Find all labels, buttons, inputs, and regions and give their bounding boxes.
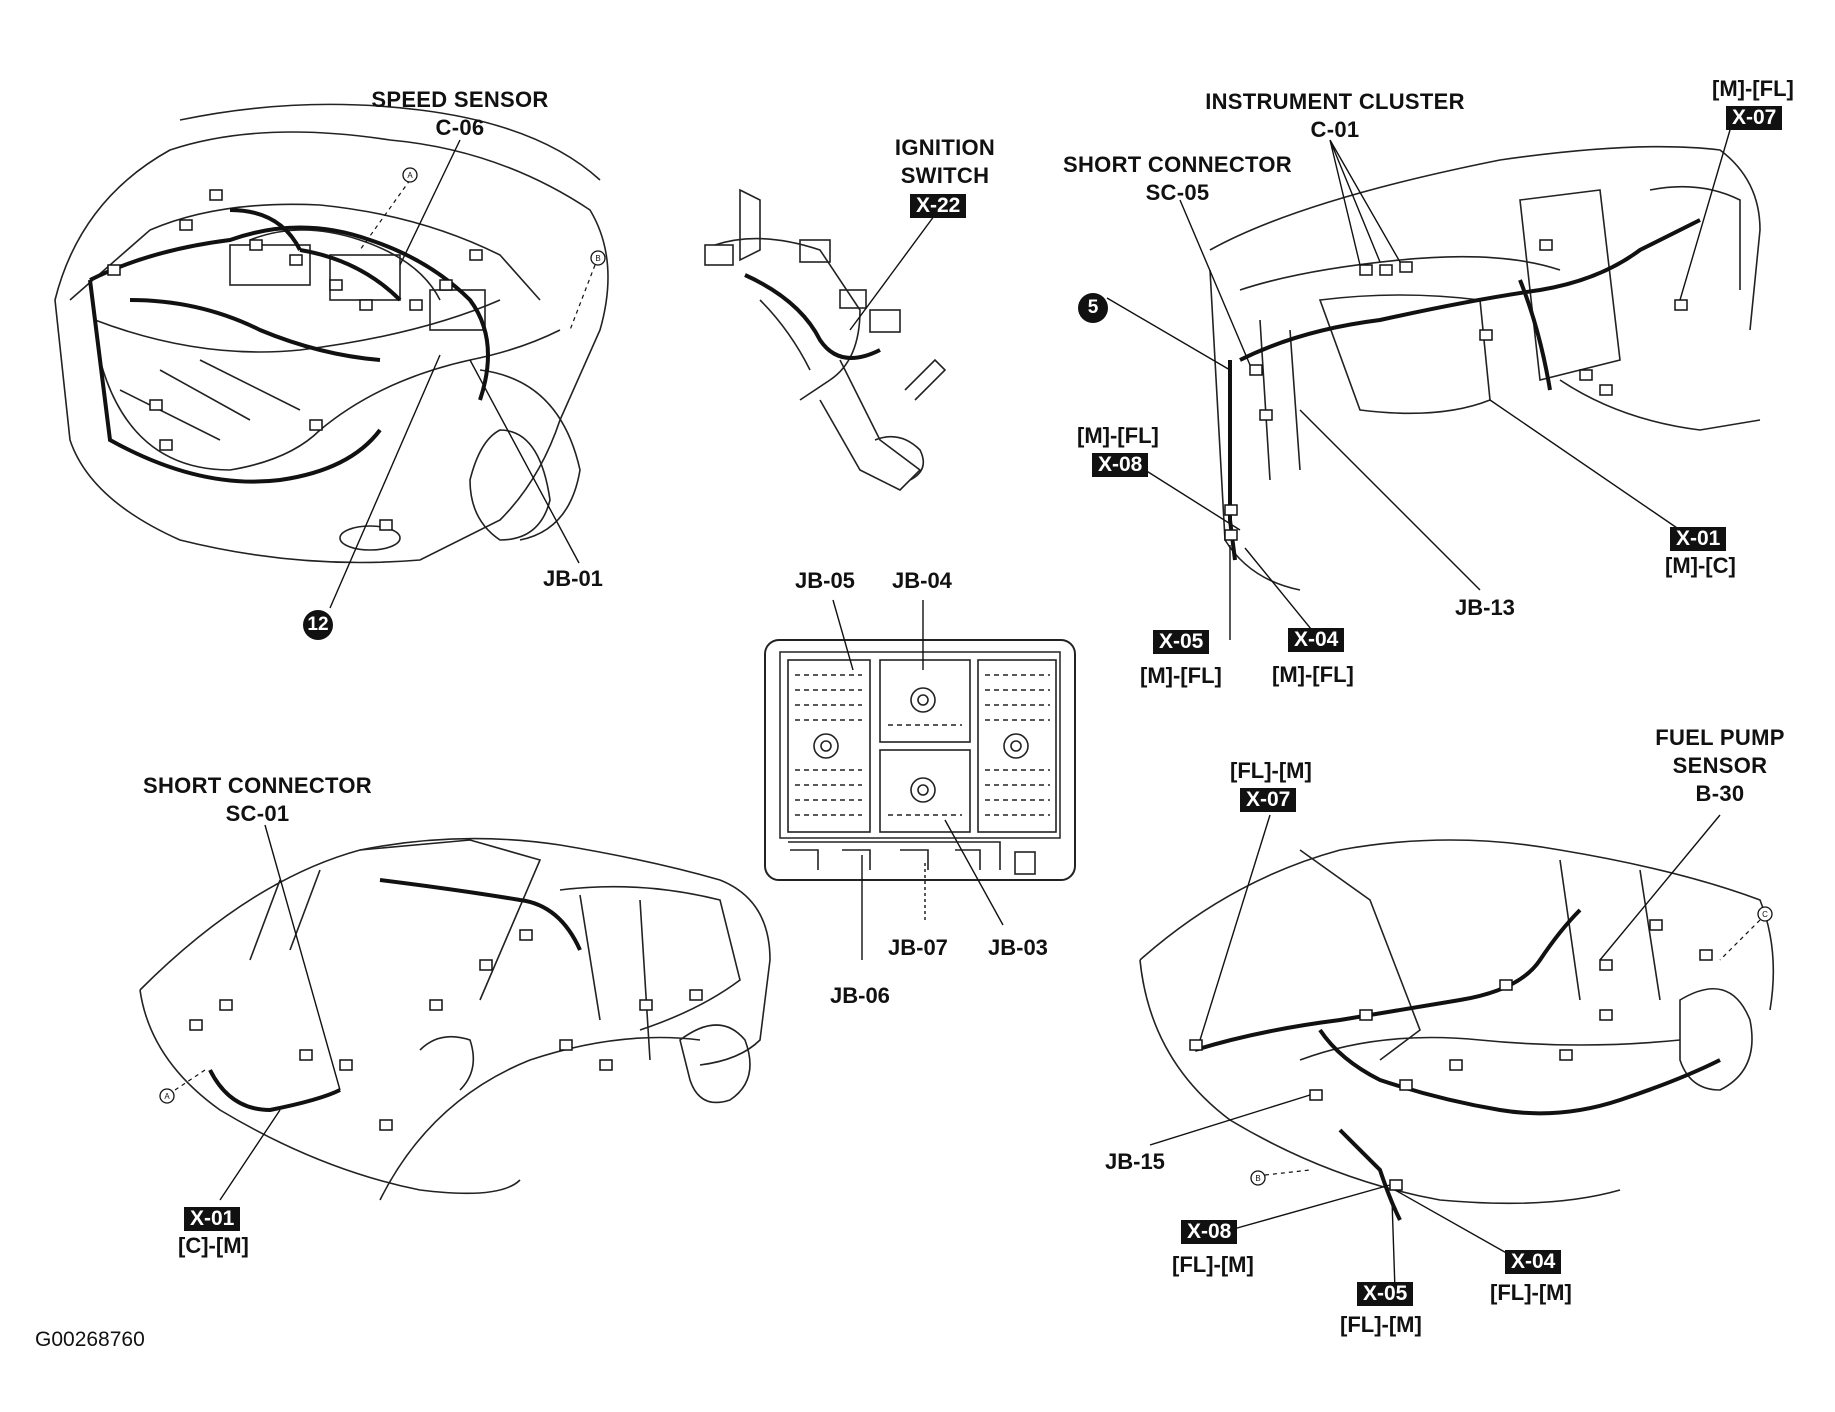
- jb15-label: JB-15: [1105, 1149, 1165, 1174]
- sedan-left-harness: [208, 878, 582, 1113]
- x07-bottom-tag: X-07: [1240, 788, 1297, 812]
- circle-12-marker: 12: [303, 610, 333, 640]
- x04-top-tag: X-04: [1288, 628, 1345, 652]
- x05-top-sub: [M]-[FL]: [1140, 663, 1222, 688]
- x22-tag: X-22: [910, 194, 967, 218]
- x05-bottom-tag: X-05: [1357, 1282, 1414, 1306]
- x08-bottom-sub: [FL]-[M]: [1172, 1252, 1254, 1277]
- x04-top-sub: [M]-[FL]: [1272, 662, 1354, 687]
- dashboard-connectors: [1224, 239, 1688, 541]
- x07-top-sub: [M]-[FL]: [1712, 76, 1794, 101]
- engine-connectors: [107, 189, 483, 531]
- marker-c: C: [1762, 910, 1768, 919]
- marker-b-top: B: [595, 254, 600, 263]
- figure-id: G00268760: [35, 1328, 145, 1351]
- x08-top-sub: [M]-[FL]: [1077, 423, 1159, 448]
- jb05-label: JB-05: [795, 568, 855, 593]
- dashboard-harness: [1228, 218, 1701, 561]
- jb06-label: JB-06: [830, 983, 890, 1008]
- x07-bottom-sub: [FL]-[M]: [1230, 758, 1312, 783]
- leader-lines: [219, 129, 1731, 1291]
- marker-a-top: A: [407, 171, 413, 180]
- marker-a-bottom: A: [164, 1092, 170, 1101]
- x01-top-sub: [M]-[C]: [1665, 553, 1736, 578]
- x01-bottom-sub: [C]-[M]: [178, 1233, 249, 1258]
- x05-bottom-sub: [FL]-[M]: [1340, 1312, 1422, 1337]
- sedan-left-connectors: [189, 929, 703, 1131]
- dashboard-illustration: [1209, 145, 1761, 591]
- x08-top-tag: X-08: [1092, 453, 1149, 477]
- jb04-label: JB-04: [892, 568, 952, 593]
- engine-bay-harness: [88, 208, 490, 484]
- x01-top-tag: X-01: [1670, 527, 1727, 551]
- x01-bottom-tag: X-01: [184, 1207, 241, 1231]
- continuation-markers: [159, 167, 1773, 1186]
- steering-column-illustration: [704, 188, 947, 491]
- x04-bottom-sub: [FL]-[M]: [1490, 1280, 1572, 1305]
- circle-5-marker: 5: [1078, 293, 1108, 323]
- jb13-label: JB-13: [1455, 595, 1515, 620]
- steering-harness: [744, 273, 881, 360]
- x05-top-tag: X-05: [1153, 630, 1210, 654]
- junction-box-illustration: [764, 639, 1076, 881]
- jb01-label: JB-01: [543, 566, 603, 591]
- sedan-left-illustration: [139, 837, 771, 1201]
- x08-bottom-tag: X-08: [1181, 1220, 1238, 1244]
- marker-b-bottom: B: [1255, 1174, 1260, 1183]
- sedan-right-harness: [1194, 908, 1721, 1221]
- continuation-lines: [174, 179, 1761, 1176]
- x04-bottom-tag: X-04: [1505, 1250, 1562, 1274]
- x07-top-tag: X-07: [1726, 106, 1783, 130]
- engine-bay-illustration: [54, 103, 609, 564]
- sedan-right-connectors: [1189, 919, 1713, 1191]
- jb03-label: JB-03: [988, 935, 1048, 960]
- sedan-right-illustration: [1139, 839, 1775, 1205]
- jb07-label: JB-07: [888, 935, 948, 960]
